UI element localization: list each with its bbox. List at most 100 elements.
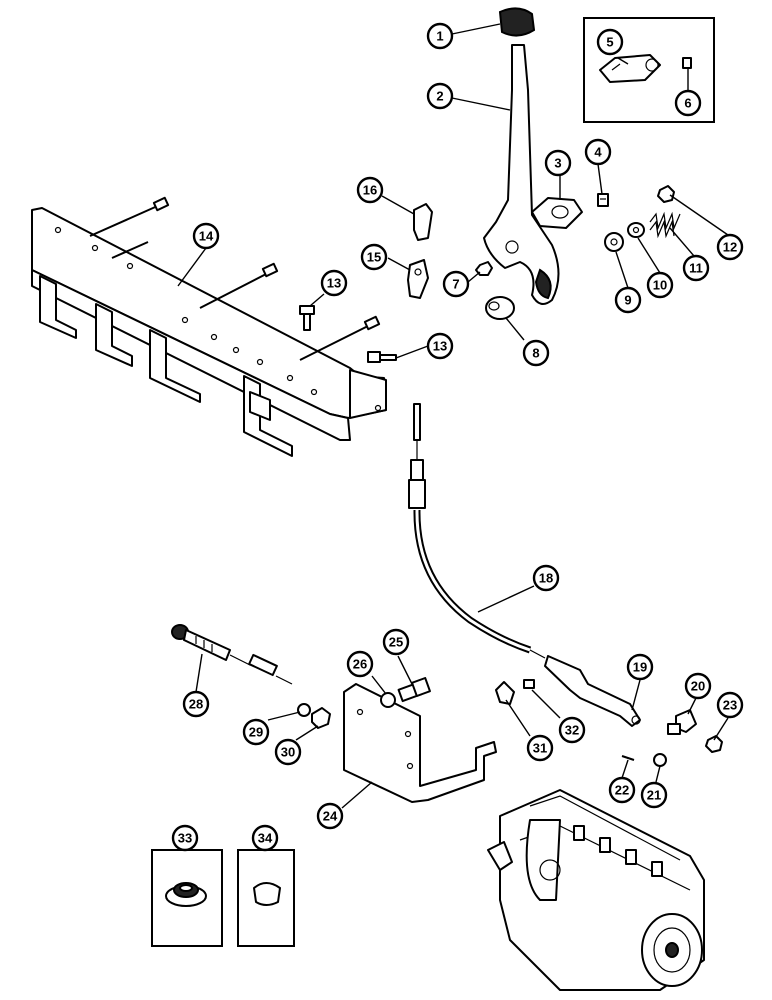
washer-26	[380, 692, 396, 708]
callout-31: 31	[526, 734, 554, 762]
panel-bracket	[31, 196, 387, 457]
washer-29	[297, 703, 311, 717]
svg-text:32: 32	[565, 723, 579, 738]
clip-31	[495, 681, 515, 705]
flat-washer	[627, 222, 645, 238]
callout-19: 19	[626, 653, 654, 681]
knob	[498, 7, 536, 37]
svg-text:7: 7	[452, 277, 459, 292]
callout-4: 4	[584, 138, 612, 166]
screw-32	[523, 679, 535, 689]
callout-10: 10	[646, 271, 674, 299]
svg-text:12: 12	[723, 240, 737, 255]
svg-text:22: 22	[615, 783, 629, 798]
callout-7: 7	[442, 270, 470, 298]
svg-text:5: 5	[606, 35, 613, 50]
nut-7	[475, 261, 493, 276]
svg-text:30: 30	[281, 745, 295, 760]
callout-20: 20	[684, 672, 712, 700]
nut-30	[311, 707, 331, 729]
callout-29: 29	[242, 718, 270, 746]
callout-26: 26	[346, 650, 374, 678]
callout-32: 32	[558, 716, 586, 744]
bolt-13-lower	[367, 351, 397, 363]
cable-end-fitting	[544, 655, 641, 727]
leader-lines	[177, 23, 729, 809]
control-cable	[408, 403, 546, 659]
svg-text:10: 10	[653, 278, 667, 293]
spring	[649, 211, 681, 239]
callout-16: 16	[356, 176, 384, 204]
svg-text:33: 33	[178, 831, 192, 846]
callout-33: 33	[171, 824, 199, 852]
callout-30: 30	[274, 738, 302, 766]
svg-text:21: 21	[647, 788, 661, 803]
nut-12	[657, 185, 675, 203]
svg-text:15: 15	[367, 250, 381, 265]
mounting-plate	[343, 683, 497, 803]
callout-24: 24	[316, 802, 344, 830]
svg-text:20: 20	[691, 679, 705, 694]
svg-text:13: 13	[433, 339, 447, 354]
svg-text:28: 28	[189, 697, 203, 712]
bolt-25	[397, 677, 431, 703]
svg-text:1: 1	[436, 29, 443, 44]
callout-34: 34	[251, 824, 279, 852]
callout-23: 23	[716, 691, 744, 719]
svg-text:14: 14	[199, 229, 214, 244]
svg-text:13: 13	[327, 276, 341, 291]
svg-text:6: 6	[684, 96, 691, 111]
svg-text:18: 18	[539, 571, 553, 586]
clevis-15	[407, 259, 429, 299]
nut-21	[653, 753, 667, 767]
clip-16	[413, 203, 433, 241]
svg-text:31: 31	[533, 741, 547, 756]
throttle-knob-cable	[171, 624, 293, 685]
callout-12: 12	[716, 233, 744, 261]
svg-text:9: 9	[624, 293, 631, 308]
inset-box-34	[237, 849, 295, 947]
callout-9: 9	[614, 286, 642, 314]
callout-2: 2	[426, 82, 454, 110]
svg-text:29: 29	[249, 725, 263, 740]
screw-4	[597, 193, 609, 207]
callout-3: 3	[544, 149, 572, 177]
inset-box-33	[151, 849, 223, 947]
svg-text:26: 26	[353, 657, 367, 672]
callout-18: 18	[532, 564, 560, 592]
callout-14: 14	[192, 222, 220, 250]
svg-text:25: 25	[389, 635, 403, 650]
nut-23	[705, 735, 723, 753]
callout-13-upper: 13	[320, 269, 348, 297]
callout-13-lower: 13	[426, 332, 454, 360]
svg-text:2: 2	[436, 89, 443, 104]
callout-21: 21	[640, 781, 668, 809]
bolt-13-upper	[299, 305, 315, 331]
callout-22: 22	[608, 776, 636, 804]
svg-text:19: 19	[633, 660, 647, 675]
svg-text:24: 24	[323, 809, 338, 824]
hand-lever	[483, 44, 560, 305]
lock-washer	[604, 232, 624, 252]
callout-11: 11	[682, 254, 710, 282]
svg-text:8: 8	[532, 346, 539, 361]
svg-text:34: 34	[258, 831, 273, 846]
stud-20	[667, 709, 697, 735]
pivot-boss	[531, 197, 583, 229]
callout-6: 6	[674, 89, 702, 117]
svg-text:4: 4	[594, 145, 602, 160]
callout-28: 28	[182, 690, 210, 718]
injection-pump	[487, 789, 705, 991]
callout-25: 25	[382, 628, 410, 656]
pin-22	[621, 755, 635, 761]
callout-8: 8	[522, 339, 550, 367]
callout-1: 1	[426, 22, 454, 50]
svg-text:11: 11	[689, 261, 703, 276]
callout-15: 15	[360, 243, 388, 271]
svg-text:3: 3	[554, 156, 561, 171]
svg-text:23: 23	[723, 698, 737, 713]
svg-text:16: 16	[363, 183, 377, 198]
bushing	[485, 296, 515, 320]
callout-5: 5	[596, 28, 624, 56]
